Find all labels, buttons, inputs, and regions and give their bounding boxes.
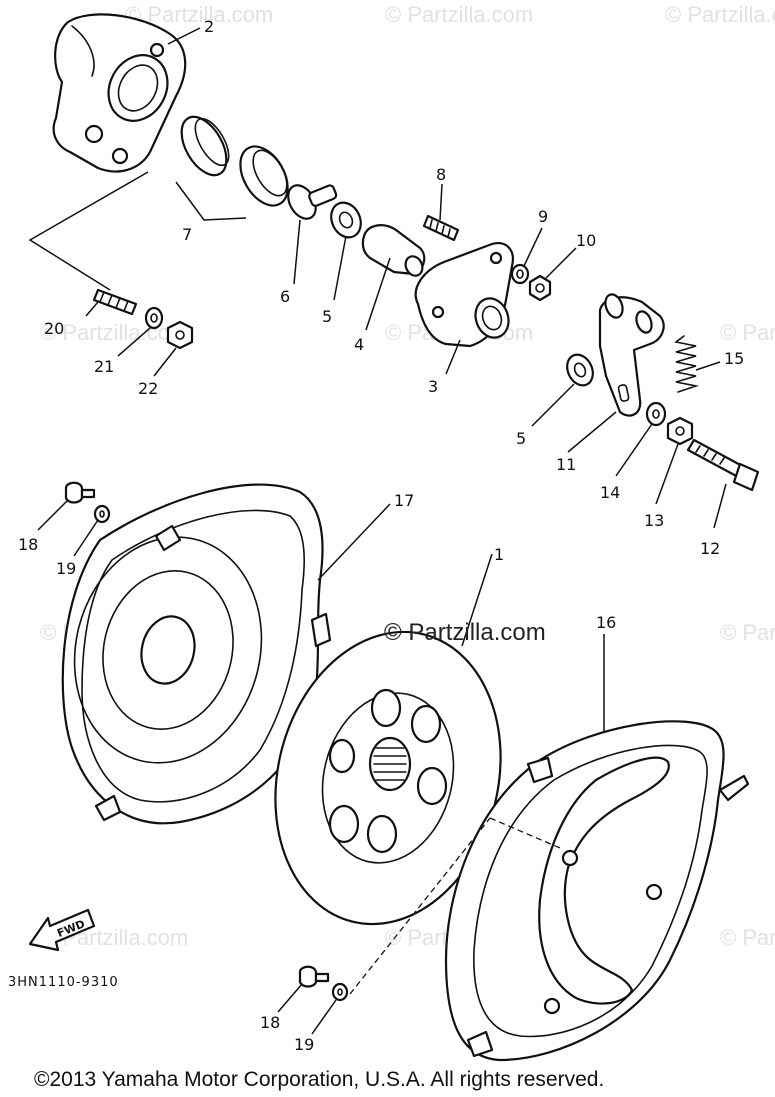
watermark-text: © Partzilla.com <box>720 620 775 645</box>
callout-5-upper: 5 <box>322 307 332 326</box>
part-4-adjuster[interactable] <box>361 224 426 278</box>
part-10-nut[interactable] <box>528 274 552 302</box>
part-19-washer-lower[interactable] <box>331 982 349 1002</box>
part-5-bearing-lower[interactable] <box>562 350 597 389</box>
callout-2: 2 <box>204 17 214 36</box>
part-19-washer-upper[interactable] <box>93 504 111 524</box>
part-5-bearing-upper[interactable] <box>326 198 367 242</box>
callout-13: 13 <box>644 511 664 530</box>
callout-14: 14 <box>600 483 620 502</box>
callout-15: 15 <box>724 349 744 368</box>
callout-9: 9 <box>538 207 548 226</box>
part-18-bolt-upper[interactable] <box>64 481 96 504</box>
drawing-code: 3HN1110-9310 <box>8 975 119 990</box>
part-20-stud[interactable] <box>92 288 138 316</box>
callout-3: 3 <box>428 377 438 396</box>
part-13-nut[interactable] <box>666 416 694 446</box>
callout-labels: 1 2 3 4 5 5 6 7 8 9 10 11 12 13 14 15 16… <box>18 17 744 1054</box>
part-1-brake-disc[interactable] <box>245 608 530 948</box>
part-6-piston[interactable] <box>283 180 338 223</box>
callout-20: 20 <box>44 319 64 338</box>
watermark-text: © Partzilla.com <box>720 925 775 950</box>
part-9-washer[interactable] <box>510 263 530 285</box>
part-15-spring[interactable] <box>674 335 700 393</box>
callout-17: 17 <box>394 491 414 510</box>
callout-12: 12 <box>700 539 720 558</box>
part-7-seal-kit[interactable] <box>172 109 297 213</box>
part-18-bolt-lower[interactable] <box>298 965 330 988</box>
callout-19-upper: 19 <box>56 559 76 578</box>
copyright-text: ©2013 Yamaha Motor Corporation, U.S.A. A… <box>34 1068 604 1091</box>
part-11-lever-arm[interactable] <box>598 292 665 417</box>
part-17-brake-cover[interactable] <box>51 483 332 825</box>
callout-10: 10 <box>576 231 596 250</box>
partzilla-banner: © Partzilla.com <box>384 619 546 646</box>
callout-8: 8 <box>436 165 446 184</box>
callout-11: 11 <box>556 455 576 474</box>
callout-7: 7 <box>182 225 192 244</box>
part-8-stud[interactable] <box>422 214 460 242</box>
forward-direction-arrow-icon: FWD <box>28 908 96 952</box>
callout-16: 16 <box>596 613 616 632</box>
part-3-caliper-plate[interactable] <box>414 242 514 348</box>
callout-21: 21 <box>94 357 114 376</box>
watermark-text: © Partzilla.com <box>665 2 775 27</box>
callout-22: 22 <box>138 379 158 398</box>
callout-5-lower: 5 <box>516 429 526 448</box>
callout-6: 6 <box>280 287 290 306</box>
part-16-brake-shield[interactable] <box>444 720 750 1062</box>
watermark-text: © Partzilla.com <box>720 320 775 345</box>
watermark-text: © Partzilla.com <box>40 320 188 345</box>
callout-19-lower: 19 <box>294 1035 314 1054</box>
part-22-nut[interactable] <box>166 320 194 350</box>
leader-lines <box>28 27 727 1035</box>
part-14-washer[interactable] <box>645 401 667 427</box>
watermark-text: © Partzilla.com <box>385 2 533 27</box>
callout-18-lower: 18 <box>260 1013 280 1032</box>
callout-4: 4 <box>354 335 364 354</box>
part-21-washer[interactable] <box>144 306 164 330</box>
callout-18-upper: 18 <box>18 535 38 554</box>
callout-1: 1 <box>494 545 504 564</box>
part-2-caliper-body[interactable] <box>52 13 187 173</box>
part-12-bolt[interactable] <box>686 438 760 492</box>
